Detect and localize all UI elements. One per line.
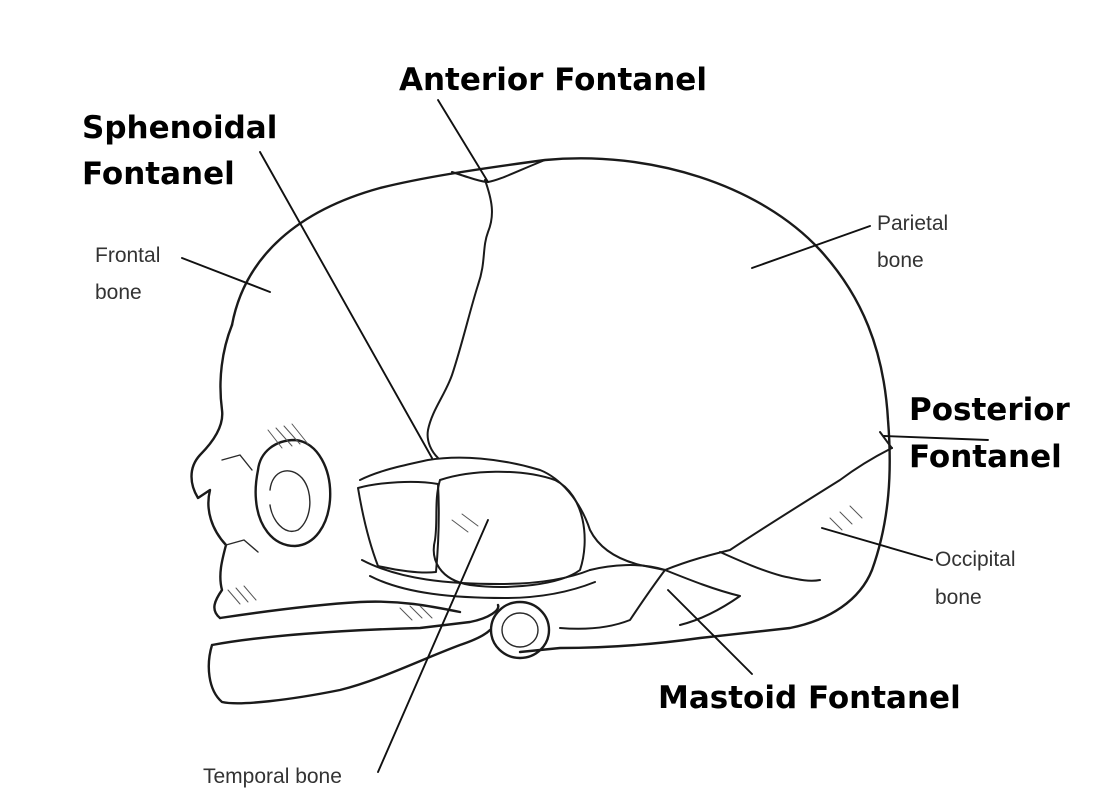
- sphenoidal-fontanel-label-line2: Fontanel: [82, 156, 235, 192]
- squamosal-suture: [360, 458, 665, 570]
- temporal-bone-leader: [378, 520, 488, 772]
- nasal-detail: [222, 455, 258, 552]
- labels: Anterior Fontanel Sphenoidal Fontanel Fr…: [82, 62, 1071, 788]
- frontal-bone-label-line1: Frontal: [95, 244, 160, 267]
- orbit-outline: [256, 440, 331, 546]
- temporal-bone-label: Temporal bone: [203, 765, 342, 788]
- anterior-fontanel-label: Anterior Fontanel: [399, 62, 707, 98]
- frontal-bone-leader: [182, 258, 270, 292]
- face-profile: [192, 325, 233, 618]
- mastoid-region: [560, 565, 740, 629]
- mandible-outline: [209, 605, 498, 703]
- mastoid-fontanel-label: Mastoid Fontanel: [658, 680, 961, 716]
- sphenoidal-fontanel-leader: [260, 152, 432, 458]
- zygomatic-arch: [362, 560, 595, 598]
- temporal-squama: [434, 472, 585, 587]
- occipital-suture-lower: [720, 552, 820, 581]
- parietal-bone-leader: [752, 226, 870, 268]
- temporal-hatching: [452, 514, 478, 532]
- ear-canal-outer: [491, 602, 549, 658]
- posterior-fontanel-label-line1: Posterior: [909, 392, 1071, 428]
- lambdoid-suture: [665, 448, 892, 570]
- sphenoidal-fontanel-label-line1: Sphenoidal: [82, 110, 277, 146]
- occipital-hatching: [830, 506, 862, 530]
- occipital-bone-label-line1: Occipital: [935, 548, 1016, 571]
- parietal-bone-label-line1: Parietal: [877, 212, 948, 235]
- sphenoid-wing: [358, 482, 439, 573]
- parietal-bone-label-line2: bone: [877, 249, 924, 272]
- infant-skull-illustration: [192, 158, 893, 703]
- mastoid-fontanel-leader: [668, 590, 752, 674]
- orbit-inner: [270, 471, 310, 531]
- anterior-fontanel-leader: [438, 100, 488, 182]
- posterior-fontanel-label-line2: Fontanel: [909, 439, 1062, 475]
- coronal-suture: [428, 180, 492, 458]
- frontal-bone-label-line2: bone: [95, 281, 142, 304]
- occipital-bone-label-line2: bone: [935, 586, 982, 609]
- face-hatching: [228, 424, 432, 620]
- leader-lines: [182, 100, 988, 772]
- ear-canal-inner: [502, 613, 538, 647]
